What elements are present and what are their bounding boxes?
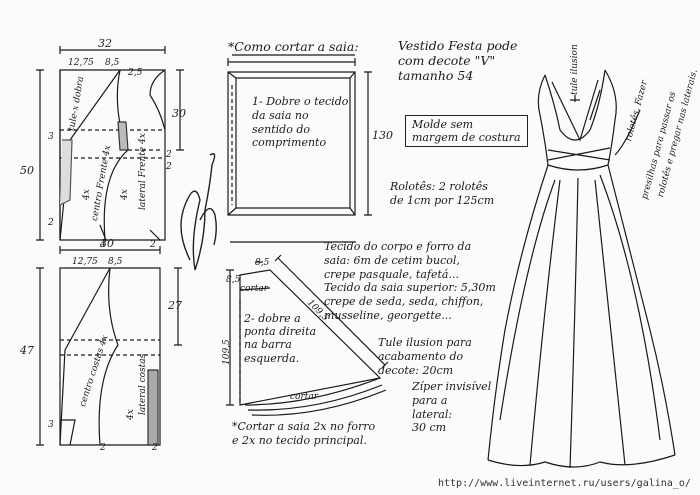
skirt-length-label: 130 [372, 129, 393, 142]
front-side-label: 30 [172, 107, 186, 120]
tri-bottom-cut-label: cortar [290, 392, 319, 402]
tri-step2-line4: esquerda. [244, 351, 300, 365]
zipper-note: Zíper invisível para a lateral: 30 cm [412, 380, 491, 435]
tulle-line3: decote: 20cm [378, 363, 454, 377]
seam-line2: margem de costura [412, 131, 521, 145]
front-mark4-label: 4 [100, 240, 106, 250]
tulle-line1: Tule ilusion para [378, 336, 472, 349]
skirt-step1-text: 1- Dobre o tecido da saia no sentido do … [252, 95, 348, 150]
front-cut-count-label: 4x [82, 189, 92, 200]
front-bodice-piece [59, 69, 166, 241]
front-mark2d-label: 2 [150, 240, 156, 250]
front-neck-label: 12,75 [68, 58, 94, 68]
fabric-line6: musseline, georgette... [324, 308, 452, 322]
fabric-line4: Tecido da saia superior: 5,30m [324, 281, 496, 295]
front-armhole-label: 2,5 [128, 68, 143, 78]
front-width-label: 32 [98, 37, 112, 50]
back-side-label: 27 [168, 299, 182, 312]
front-small-2-label: 2 [166, 150, 172, 160]
rosettes-line1: Rolotês: 2 rolotês [390, 180, 488, 193]
front-side-panel-label: lateral Frente 4x [138, 133, 148, 210]
front-mark2c-label: 2 [48, 218, 54, 228]
tri-note: *Cortar a saia 2x no forro e 2x no tecid… [232, 420, 375, 448]
tulle-line2: acabamento do [378, 349, 464, 363]
tri-note-line2: e 2x no tecido principal. [232, 433, 367, 447]
back-cut-count-label: 4x [126, 409, 136, 420]
fabric-line5: crepe de seda, seda, chiffon, [324, 295, 484, 308]
tri-note-line1: *Cortar a saia 2x no forro [232, 420, 376, 433]
back-bodice-piece [59, 267, 161, 446]
back-neck-label: 12,75 [72, 257, 98, 267]
tri-step2-text: 2- dobre a ponta direita na barra esquer… [244, 312, 316, 365]
skirt-step1-line4: comprimento [252, 136, 327, 150]
title-line3: tamanho 54 [398, 68, 474, 83]
zipper-line2: para a [412, 393, 448, 407]
title-block: Vestido Festa pode com decote "V" tamanh… [398, 38, 517, 83]
front-height-label: 50 [20, 164, 34, 177]
skirt-step1-line3: sentido do [252, 122, 311, 136]
zipper-line3: lateral: [412, 407, 453, 421]
front-shoulder-label: 8,5 [105, 58, 120, 68]
back-width-label: 30 [100, 237, 114, 250]
fabric-notes: Tecido do corpo e forro da saia: 6m de c… [324, 240, 496, 323]
signature-scribble [180, 153, 217, 271]
tri-cut-label: cortar [240, 284, 269, 294]
front-small-2b-label: 2 [166, 162, 172, 172]
tri-side-label: 8,5 [226, 275, 241, 285]
rosettes-note: Rolotês: 2 rolotês de 1cm por 125cm [390, 180, 494, 208]
front-mark3-label: 3 [48, 132, 54, 142]
back-mark2b-label: 2 [152, 443, 158, 453]
zipper-line1: Zíper invisível [412, 380, 492, 393]
back-mark3-label: 3 [48, 420, 54, 430]
dress-illustration [487, 69, 676, 469]
skirt-fold-piece [227, 71, 356, 216]
tri-top-label: 8,5 [255, 258, 270, 268]
tri-step2-line3: na barra [244, 338, 292, 352]
fabric-line1: Tecido do corpo e forro da [324, 240, 472, 253]
front-cut-count2-label: 4x [120, 189, 130, 200]
skirt-cut-heading: *Como cortar a saia: [228, 39, 359, 54]
tri-step2-line1: 2- dobre a [244, 312, 301, 325]
title-line2: com decote "V" [398, 53, 496, 68]
tri-height-label: 109,5 [222, 339, 232, 365]
skirt-step1-line2: da saia no [252, 108, 309, 122]
back-mark2a-label: 2 [100, 443, 106, 453]
title-line1: Vestido Festa pode [398, 38, 518, 53]
back-height-label: 47 [20, 344, 34, 357]
seam-allowance-note: Molde sem margem de costura [405, 115, 528, 148]
rosettes-line2: de 1cm por 125cm [390, 193, 495, 207]
fabric-line2: saia: 6m de cetim bucol, [324, 253, 460, 267]
zipper-line4: 30 cm [412, 421, 447, 435]
tri-step2-line2: ponta direita [244, 325, 317, 339]
fabric-line3: crepe pasquale, tafetá... [324, 267, 459, 281]
back-shoulder-label: 8,5 [108, 257, 123, 267]
back-side-panel-label: lateral costas [138, 353, 148, 415]
seam-line1: Molde sem [412, 118, 474, 131]
skirt-step1-line1: 1- Dobre o tecido [252, 95, 349, 108]
source-url: http://www.liveinternet.ru/users/galina_… [438, 478, 691, 489]
skirt-quarter-piece [239, 261, 387, 416]
dress-tulle-label: tule ilusion [570, 44, 580, 95]
tulle-note: Tule ilusion para acabamento do decote: … [378, 336, 472, 377]
